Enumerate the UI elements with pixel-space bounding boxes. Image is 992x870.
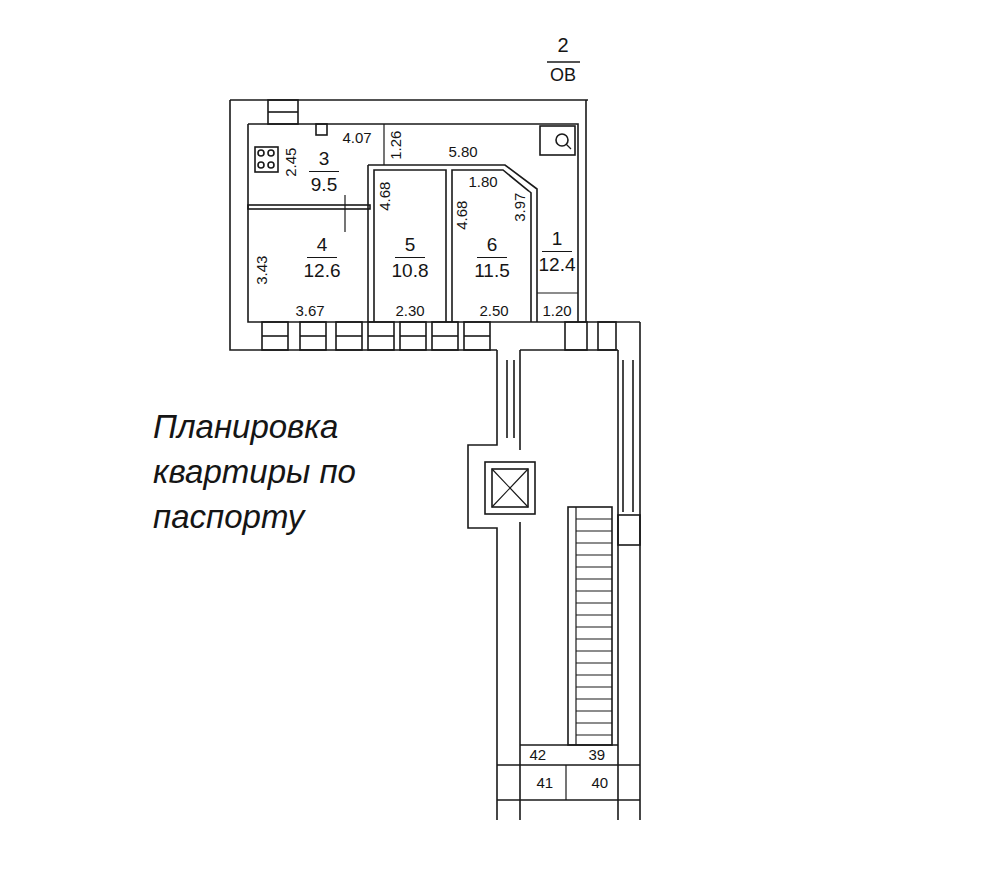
room-number: 5 [395,234,425,258]
dimension-label: 2.30 [395,303,426,320]
dimension-label: 3.67 [295,303,326,320]
dimension-label: 1.26 [388,129,405,160]
dimension-label: 4.07 [342,130,373,147]
dimension-label: 4.68 [454,199,471,230]
flat-number: 39 [588,747,607,764]
dimension-label: 5.80 [448,144,479,161]
room-area: 12.6 [304,260,341,282]
room-number: 4 [307,234,337,258]
apartment-index: 2 [557,34,570,56]
dimension-label: 3.97 [512,191,529,222]
dimension-label: 1.80 [468,174,499,191]
dimension-label: 1.20 [542,303,573,320]
room-label: 611.5 [474,234,510,282]
dimension-label: 4.68 [377,180,394,211]
dimension-label: 2.50 [479,303,510,320]
room-label: 412.6 [304,234,341,282]
flat-number: 42 [529,747,548,764]
apartment-index: ОВ [549,66,577,86]
room-label: 510.8 [392,234,429,282]
room-label: 39.5 [309,148,339,196]
dimension-label: 3.43 [254,254,271,285]
flat-number: 40 [591,775,610,792]
caption: Планировка квартиры по паспорту [153,405,393,540]
room-number: 1 [542,228,572,252]
room-area: 11.5 [474,260,510,282]
room-number: 3 [309,148,339,172]
room-area: 12.4 [539,254,576,276]
dimension-label: 2.45 [283,146,300,177]
flat-number: 41 [536,775,555,792]
room-area: 10.8 [392,260,429,282]
room-area: 9.5 [311,174,337,196]
room-label: 112.4 [539,228,576,276]
room-number: 6 [477,234,507,258]
